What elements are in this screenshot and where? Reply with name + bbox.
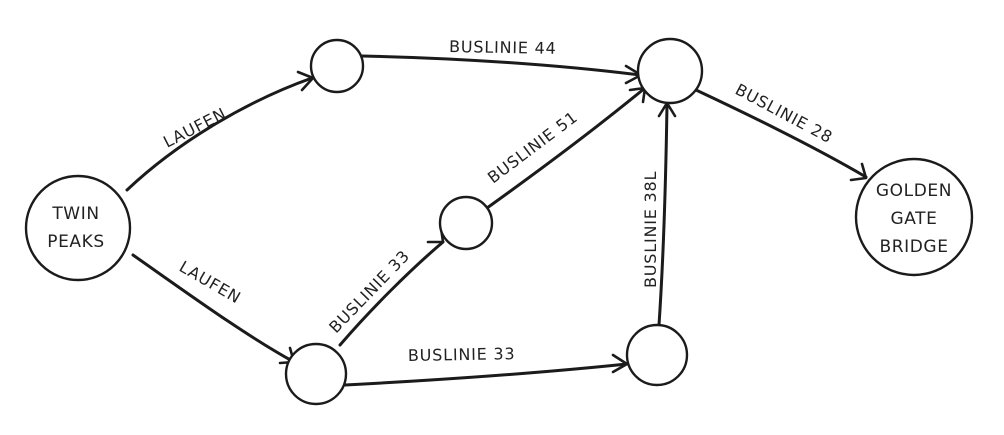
node-golden-gate-bridge: GOLDEN GATE BRIDGE <box>854 157 974 277</box>
node-label-twin-peaks-line-1: TWIN <box>51 204 99 224</box>
edge-label-buslinie-33-diagonal: BUSLINIE 33 <box>325 246 413 337</box>
edge-buslinie-38l <box>657 101 677 327</box>
edge-label-buslinie-38l: BUSLINIE 38L <box>641 171 660 288</box>
node-label-twin-peaks-line-2: PEAKS <box>47 232 105 252</box>
edge-label-laufen-lower: LAUFEN <box>176 257 244 307</box>
edge-label-laufen-upper: LAUFEN <box>160 104 229 152</box>
edge-label-buslinie-33-horizontal: BUSLINIE 33 <box>408 344 516 365</box>
edge-buslinie-33-diagonal <box>338 226 445 347</box>
node-bus51-stop <box>438 195 494 251</box>
edge-buslinie-28 <box>694 88 868 182</box>
node-walk-upper <box>309 38 365 94</box>
node-label-golden-gate-line-2: GATE <box>890 209 937 229</box>
edge-label-buslinie-44: BUSLINIE 44 <box>449 37 557 58</box>
edge-laufen-lower <box>131 253 296 365</box>
node-label-golden-gate-line-1: GOLDEN <box>876 181 952 201</box>
node-bus33-stop <box>625 323 689 387</box>
node-walk-lower <box>284 342 348 406</box>
edge-buslinie-33-horizontal <box>343 353 629 387</box>
edge-buslinie-51 <box>485 86 647 210</box>
edge-laufen-upper <box>125 70 315 192</box>
node-hub <box>636 37 704 105</box>
node-label-golden-gate-line-3: BRIDGE <box>879 237 948 257</box>
edge-buslinie-44 <box>360 54 643 85</box>
node-twin-peaks: TWIN PEAKS <box>24 174 132 282</box>
